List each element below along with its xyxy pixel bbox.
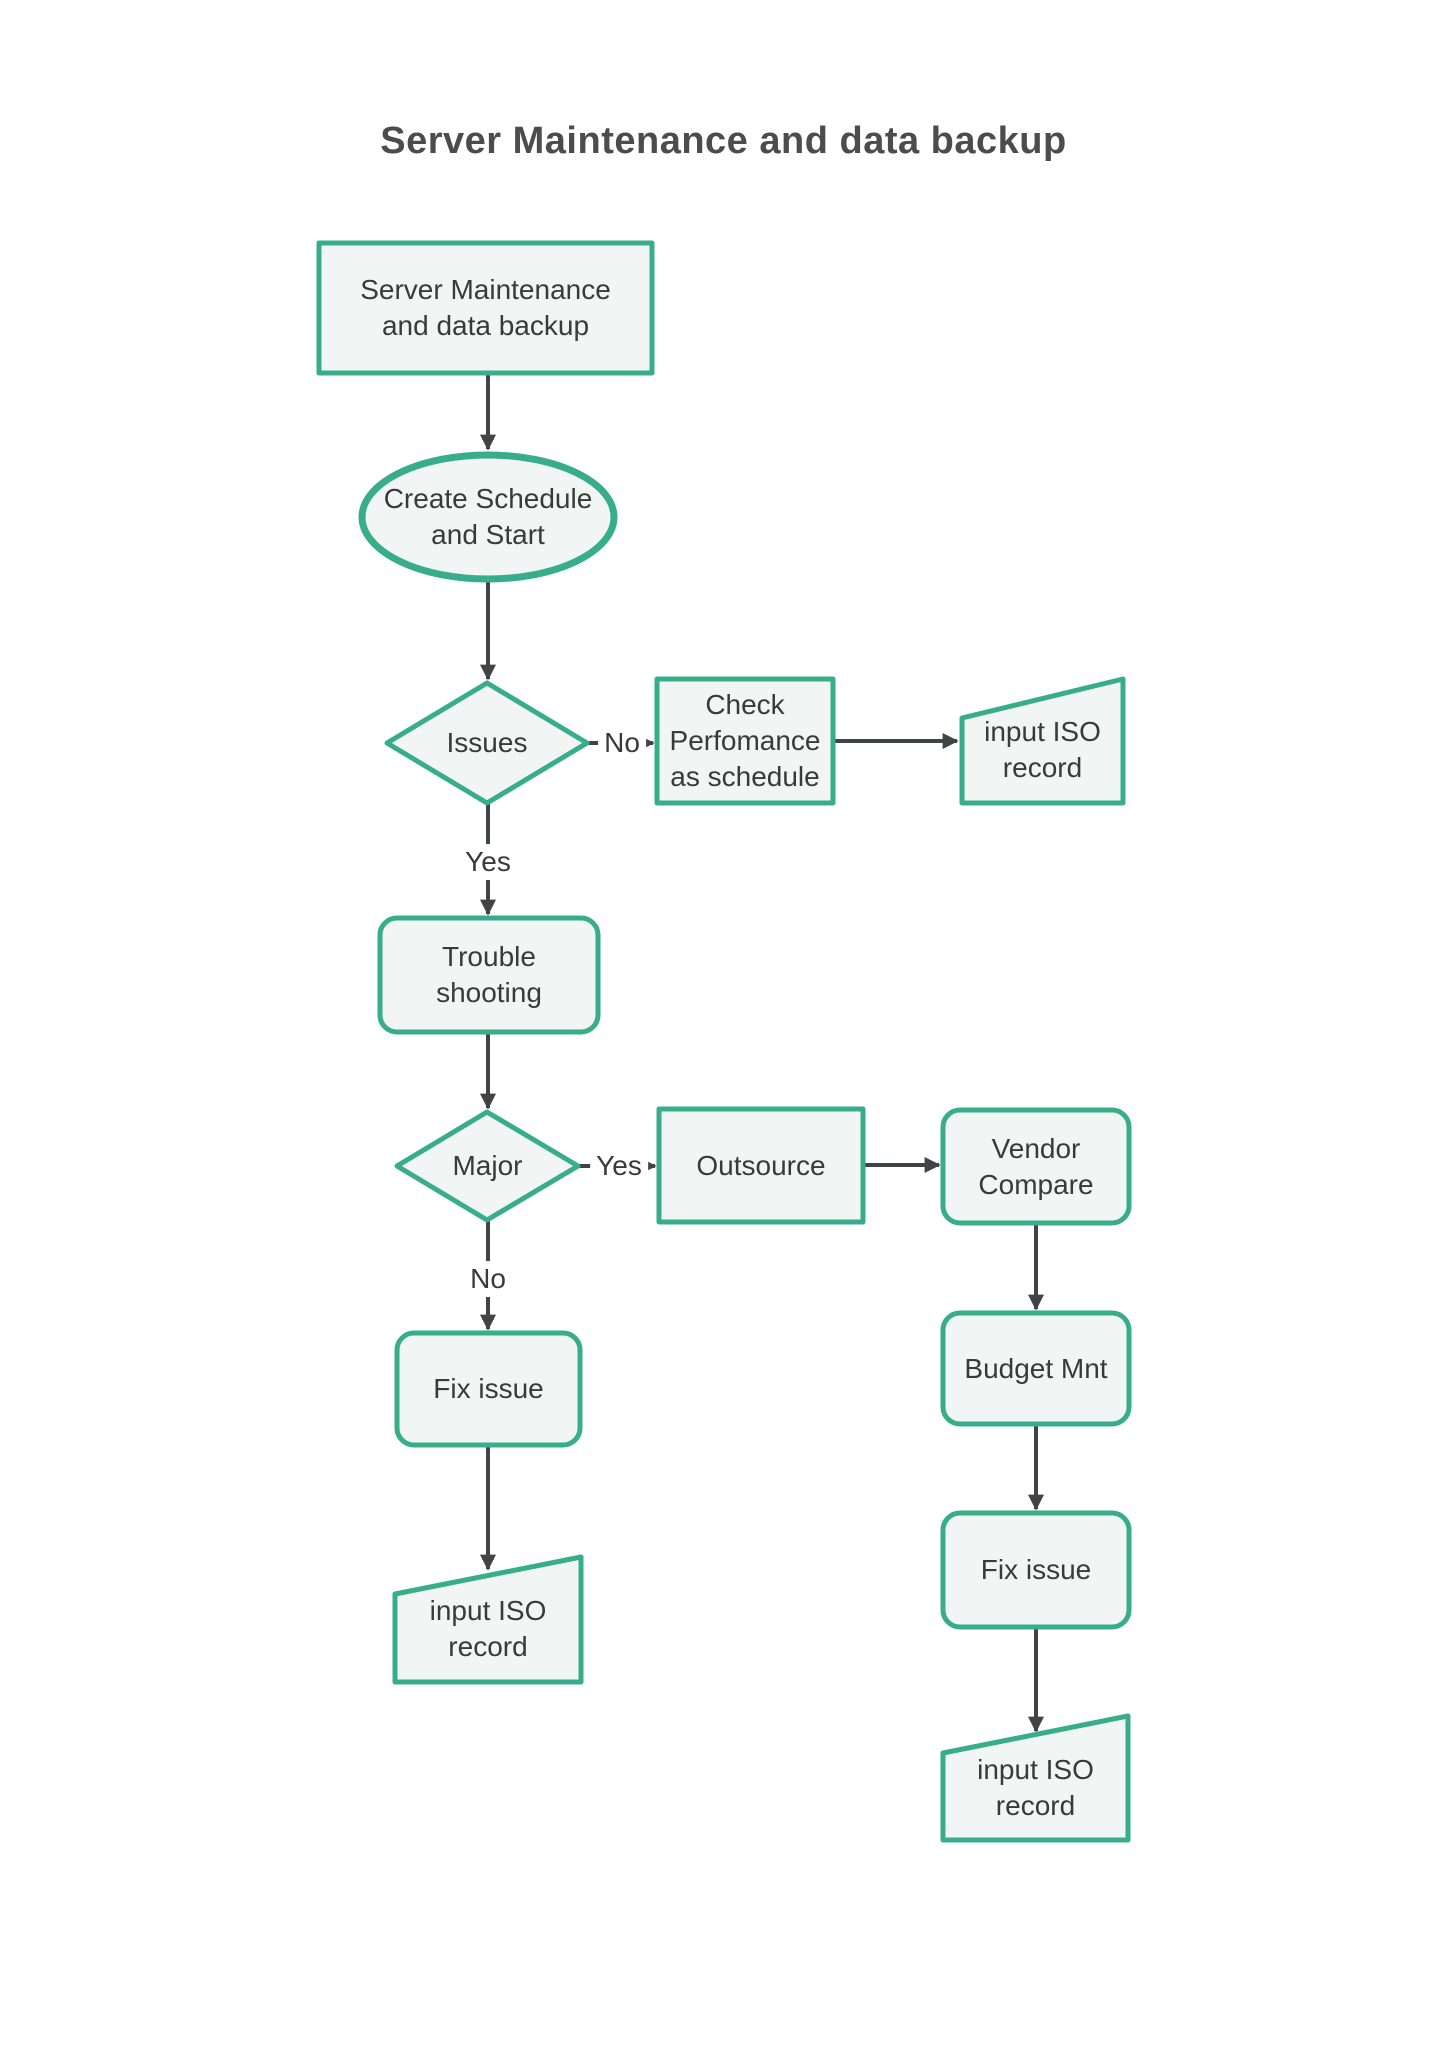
edge-label-major-yes: Yes bbox=[590, 1148, 648, 1184]
start-node-label: Server Maintenance and data backup bbox=[360, 274, 611, 341]
diagram-title: Server Maintenance and data backup bbox=[380, 120, 1067, 162]
input-iso-top-label: input ISO record bbox=[984, 716, 1101, 783]
input-iso-top-shape bbox=[959, 676, 1126, 806]
issues-decision-shape bbox=[384, 680, 590, 806]
fix-issue-right-node-shape bbox=[940, 1510, 1132, 1630]
major-decision-label: Major bbox=[452, 1150, 523, 1182]
budget-mnt-node-shape bbox=[940, 1310, 1132, 1427]
fix-issue-right-node-label: Fix issue bbox=[980, 1554, 1092, 1586]
edge-label-major-no: No bbox=[464, 1261, 512, 1297]
fix-issue-left-node-shape bbox=[394, 1330, 583, 1448]
vendor-compare-node-label: Vendor Compare bbox=[978, 1132, 1094, 1200]
create-schedule-node-shape bbox=[358, 451, 618, 583]
trouble-shooting-node-label: Trouble shooting bbox=[436, 941, 542, 1008]
vendor-compare-node-shape bbox=[940, 1107, 1132, 1226]
input-iso-right-label: input ISO record bbox=[977, 1753, 1094, 1821]
input-iso-right-shape bbox=[940, 1713, 1131, 1843]
start-node-shape bbox=[316, 240, 655, 376]
trouble-shooting-node-shape bbox=[377, 915, 601, 1035]
issues-decision-label: Issues bbox=[446, 727, 528, 759]
edge-label-issues-yes: Yes bbox=[459, 844, 517, 880]
edge-label-issues-no: No bbox=[598, 725, 646, 761]
check-performance-node-shape bbox=[654, 676, 836, 806]
outsource-node-shape bbox=[656, 1106, 866, 1225]
budget-mnt-node-label: Budget Mnt bbox=[964, 1352, 1108, 1384]
check-performance-node-label: Check Perfomance as schedule bbox=[669, 689, 821, 792]
major-decision-shape bbox=[394, 1109, 581, 1223]
outsource-node-label: Outsource bbox=[696, 1149, 826, 1181]
fix-issue-left-node-label: Fix issue bbox=[433, 1373, 544, 1405]
input-iso-left-shape bbox=[392, 1554, 584, 1685]
input-iso-left-label: input ISO record bbox=[429, 1595, 547, 1662]
create-schedule-node-label: Create Schedule and Start bbox=[383, 483, 593, 550]
